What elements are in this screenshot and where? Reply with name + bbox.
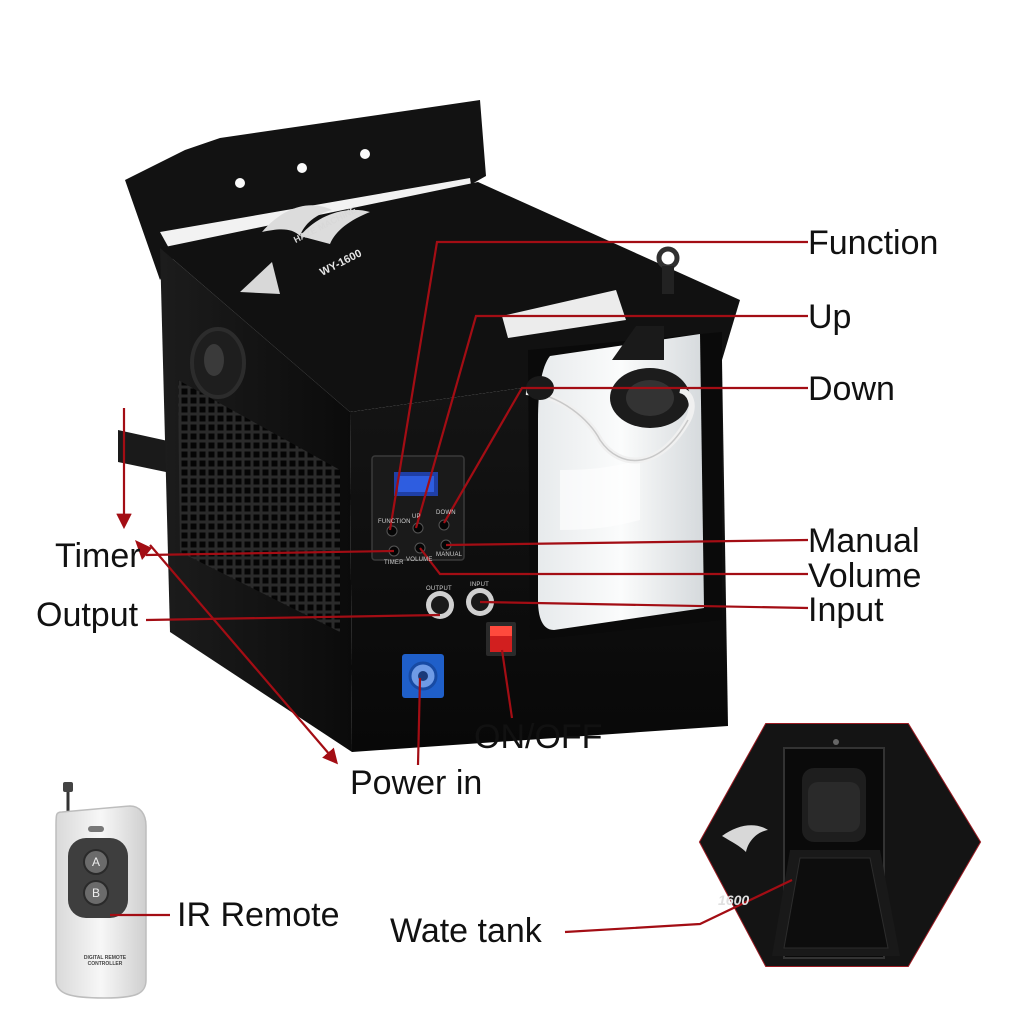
panel-label-up: UP bbox=[412, 514, 421, 520]
panel-label-volume: VOLUME bbox=[406, 557, 433, 563]
handle-hole bbox=[360, 149, 370, 159]
vent-grill bbox=[178, 380, 340, 632]
remote-button-b-label: B bbox=[91, 886, 100, 900]
ir-remote bbox=[55, 782, 147, 999]
warning-sticker bbox=[502, 290, 626, 338]
water-tank-line bbox=[564, 879, 793, 934]
label-timer: Timer bbox=[55, 537, 141, 575]
label-down: Down bbox=[808, 370, 895, 408]
label-up: Up bbox=[808, 298, 852, 336]
panel-label-input: INPUT bbox=[470, 582, 489, 588]
down-panel-button[interactable] bbox=[438, 519, 450, 531]
leader-lines bbox=[110, 240, 809, 934]
panel-label-down: DOWN bbox=[436, 510, 456, 516]
warning-triangle-icon bbox=[240, 262, 280, 294]
tank-latch bbox=[612, 326, 664, 360]
remote-button-pad bbox=[68, 838, 128, 918]
brand-logo-icon bbox=[262, 205, 332, 236]
label-power-in: Power in bbox=[350, 764, 483, 802]
label-function: Function bbox=[808, 224, 939, 262]
label-output: Output bbox=[36, 596, 139, 634]
label-volume: Volume bbox=[808, 557, 922, 595]
on-off-line bbox=[500, 649, 514, 719]
remote-led-icon bbox=[88, 826, 104, 832]
remote-button-a[interactable] bbox=[83, 849, 109, 875]
function-line bbox=[388, 240, 808, 531]
water-tank-inset bbox=[698, 723, 982, 967]
timer-line bbox=[145, 549, 395, 557]
haze-machine bbox=[118, 100, 740, 752]
label-on-off: ON/OFF bbox=[474, 718, 603, 756]
label-input: Input bbox=[808, 591, 884, 629]
remote-caption: DIGITAL REMOTE CONTROLLER bbox=[83, 955, 127, 967]
manual-line bbox=[445, 538, 809, 547]
depth-dimension-arrow bbox=[149, 544, 339, 765]
inset-model-fragment: 1600 bbox=[718, 892, 750, 908]
depth-arrow-tail-icon bbox=[135, 540, 152, 560]
panel-label-timer: TIMER bbox=[384, 560, 404, 566]
down-line bbox=[443, 386, 808, 524]
output-line bbox=[145, 613, 441, 622]
inset-brand-logo-icon bbox=[722, 825, 768, 852]
panel-label-output: OUTPUT bbox=[426, 586, 452, 592]
panel-label-function: FUNCTION bbox=[378, 519, 411, 525]
power-in-line bbox=[416, 677, 422, 766]
eye-bolt bbox=[656, 246, 680, 270]
label-manual: Manual bbox=[808, 522, 920, 560]
top-handle bbox=[125, 100, 486, 280]
panel-label-manual: MANUAL bbox=[436, 552, 463, 558]
remote-button-a-label: A bbox=[91, 855, 100, 869]
label-ir-remote: IR Remote bbox=[177, 896, 340, 934]
input-line bbox=[479, 600, 809, 610]
function-panel-button[interactable] bbox=[386, 525, 398, 537]
handle-hole bbox=[235, 178, 245, 188]
label-water-tank: Wate tank bbox=[390, 912, 542, 950]
handle-hole bbox=[297, 163, 307, 173]
remote-button-b[interactable] bbox=[83, 880, 109, 906]
volume-line bbox=[419, 547, 808, 576]
up-line bbox=[414, 314, 808, 529]
